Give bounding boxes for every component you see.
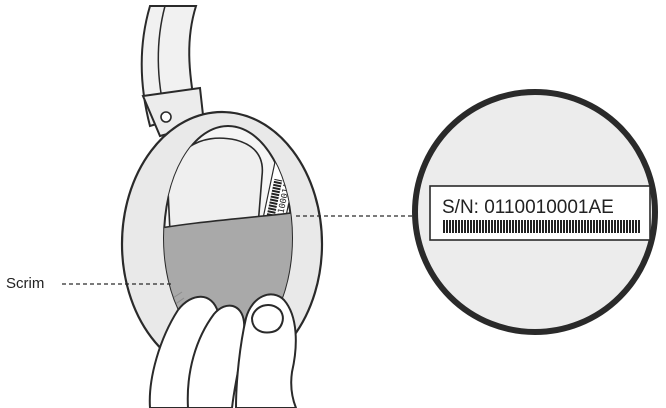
hinge-icon <box>160 111 172 123</box>
serial-number-text: S/N: 0110010001AE <box>442 197 614 218</box>
hand <box>148 293 297 408</box>
scrim-label: Scrim <box>6 275 44 292</box>
scrim-callout: Scrim <box>6 275 172 292</box>
barcode <box>442 220 640 233</box>
magnifier: S/N: 0110010001AE <box>412 89 658 335</box>
